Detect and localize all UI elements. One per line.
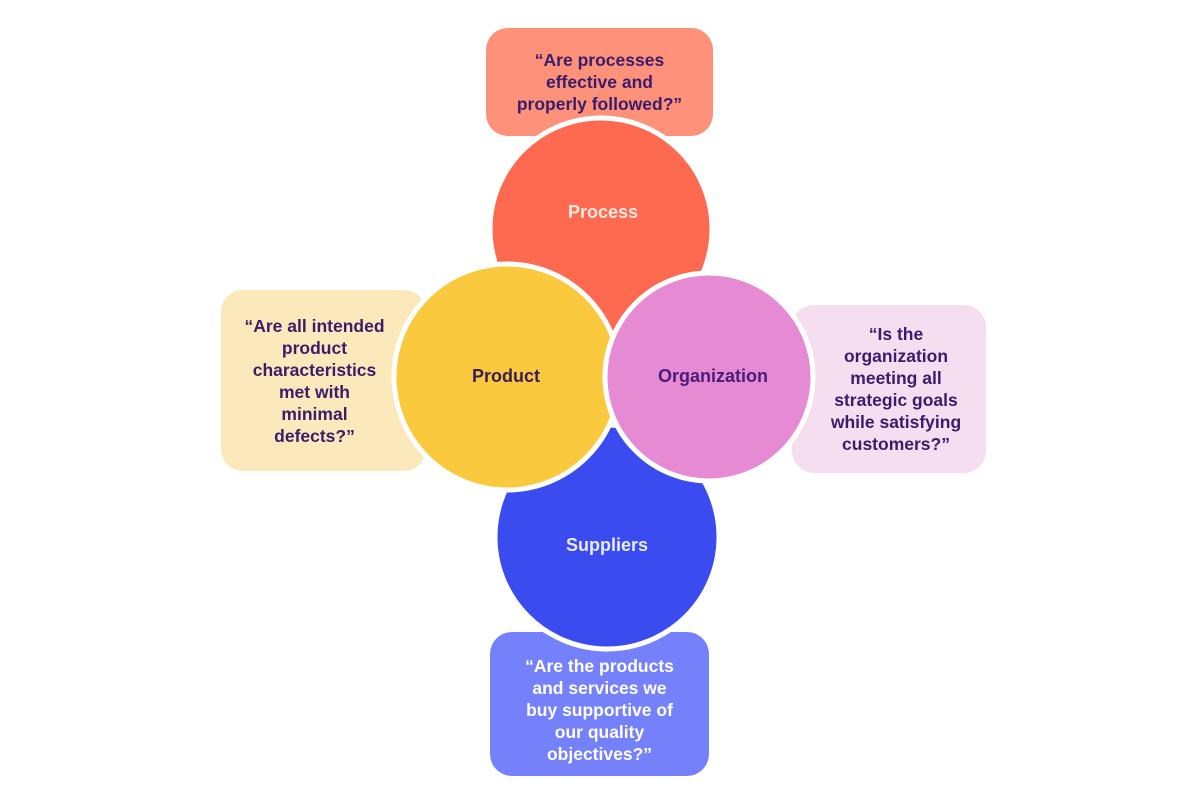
product-label: Product [472, 366, 540, 386]
suppliers-question-box: “Are the products and services we buy su… [490, 632, 709, 776]
organization-circle [602, 270, 816, 484]
organization-label: Organization [658, 366, 768, 386]
organization-question-box: “Is the organization meeting all strateg… [792, 305, 986, 473]
suppliers-label: Suppliers [566, 535, 648, 555]
process-label: Process [568, 202, 638, 222]
